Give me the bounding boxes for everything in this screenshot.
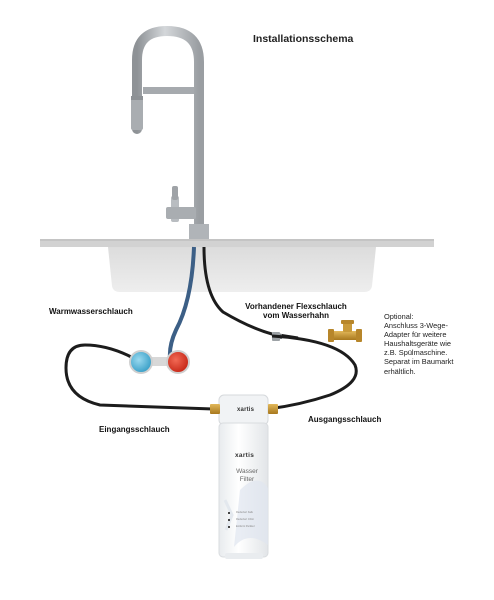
optional-note-line2: Anschluss 3-Wege- xyxy=(384,321,448,331)
filter-spec-2: Reduziert Chlor xyxy=(236,518,255,521)
optional-note-line5: z.B. Spülmaschine. xyxy=(384,348,448,358)
three-way-adapter xyxy=(272,320,362,342)
filter-name: Wasser Filter xyxy=(226,468,268,484)
outlet-hose xyxy=(267,334,358,411)
cold-valve xyxy=(129,350,162,374)
warm-hose-label: Warmwasserschlauch xyxy=(49,307,133,316)
water-filter xyxy=(210,394,278,559)
inlet-hose-label: Eingangsschlauch xyxy=(99,425,170,434)
optional-note-line4: Haushaltsgeräte wie xyxy=(384,339,451,349)
flex-hose-label-line1: Vorhandener Flexschlauch xyxy=(245,302,347,311)
optional-note-line6: Separat im Baumarkt xyxy=(384,357,454,367)
filter-name-line2: Filter xyxy=(239,476,255,483)
filter-brand: xartis xyxy=(235,452,255,459)
faucet xyxy=(131,25,209,239)
filter-spec-3: Entfernt Partikel xyxy=(236,525,255,528)
outlet-hose-label: Ausgangsschlauch xyxy=(308,415,382,424)
sink xyxy=(40,239,434,292)
flex-hose-label-line2: vom Wasserhahn xyxy=(263,311,329,320)
hot-valve xyxy=(160,350,190,374)
filter-name-line1: Wasser xyxy=(236,468,258,475)
diagram-title: Installationsschema xyxy=(253,33,354,45)
optional-note-line7: erhältlich. xyxy=(384,366,416,376)
optional-note: Optional: Anschluss 3-Wege- Adapter für … xyxy=(384,312,484,376)
warm-hose xyxy=(64,343,214,411)
optional-note-line1: Optional: xyxy=(384,312,414,321)
flex-hose-label: Vorhandener Flexschlauch vom Wasserhahn xyxy=(240,302,352,320)
flex-hose xyxy=(202,246,299,340)
optional-note-line3: Adapter für weitere xyxy=(384,330,447,340)
blue-hose xyxy=(167,246,196,359)
filter-cap-brand: xartis xyxy=(237,407,255,413)
filter-spec-1: Reduziert Kalk xyxy=(236,511,253,514)
